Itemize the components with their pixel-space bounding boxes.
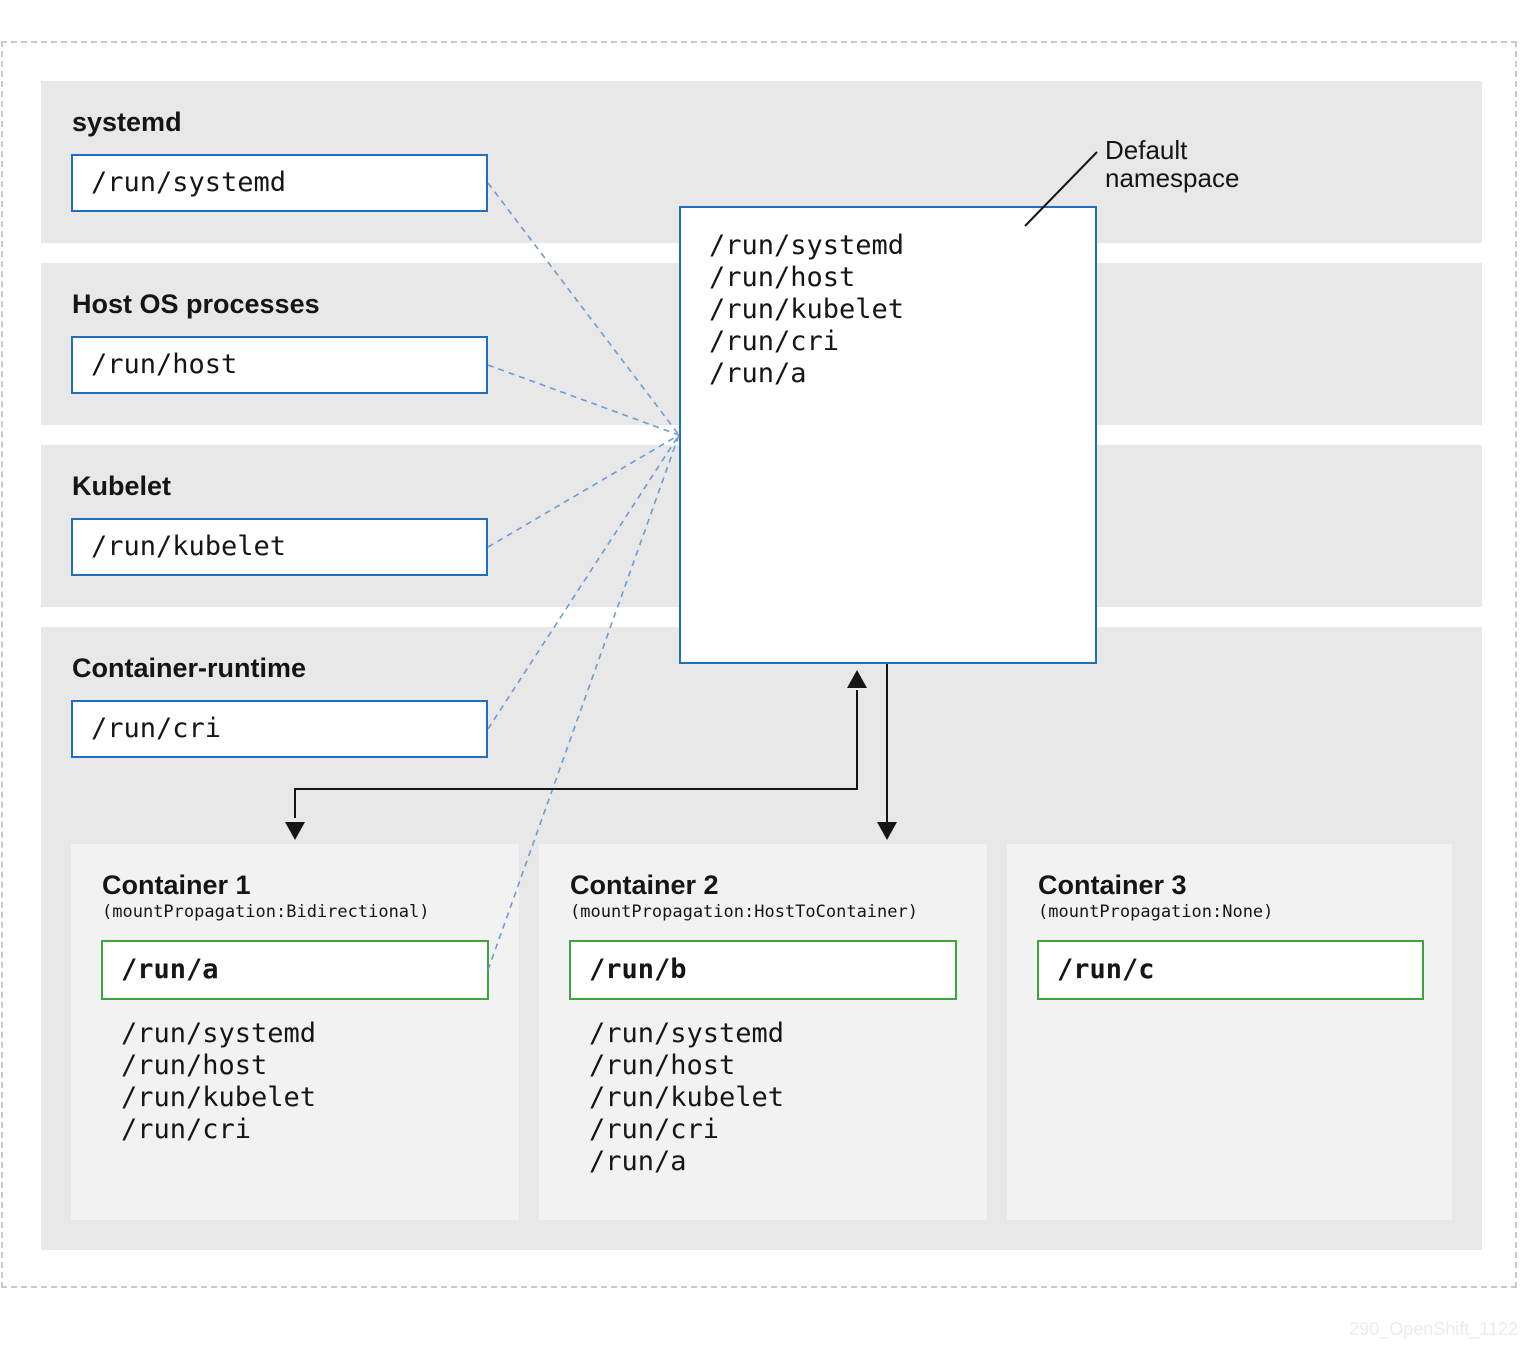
path-box-systemd: /run/systemd (71, 154, 488, 212)
connector-run-a (487, 434, 680, 971)
namespace-mount: /run/kubelet (709, 294, 905, 325)
namespace-mount: /run/systemd (709, 230, 905, 261)
container-3-mount-box: /run/c (1037, 940, 1424, 1000)
arrow-bidirectional (294, 690, 858, 818)
container-3-propagation: (mountPropagation:None) (1038, 902, 1274, 922)
container-2-mount-list: /run/systemd /run/host /run/kubelet /run… (589, 1018, 784, 1178)
default-namespace-box: /run/systemd /run/host /run/kubelet /run… (679, 206, 1097, 664)
namespace-mount: /run/cri (709, 326, 840, 357)
container-2-mount: /run/systemd (589, 1018, 785, 1049)
container-1-mount-box: /run/a (101, 940, 489, 1000)
container-1-propagation: (mountPropagation:Bidirectional) (102, 902, 430, 922)
arrow-head-to-container-2 (877, 822, 897, 840)
band-title-runtime: Container-runtime (72, 653, 307, 683)
container-2-mount: /run/a (589, 1146, 687, 1177)
band-title-systemd: systemd (72, 107, 182, 137)
namespace-label-line-2: namespace (1105, 163, 1240, 193)
connector-systemd (487, 182, 680, 436)
container-2-panel: Container 2 (mountPropagation:HostToCont… (539, 844, 987, 1220)
band-title-kubelet: Kubelet (72, 471, 172, 501)
namespace-label-line-1: Default (1105, 135, 1188, 165)
container-2-mount: /run/host (589, 1050, 736, 1081)
container-1-mount: /run/kubelet (121, 1082, 317, 1113)
connector-kubelet (487, 434, 680, 548)
arrow-head-to-namespace (847, 670, 867, 688)
namespace-mount-list: /run/systemd /run/host /run/kubelet /run… (709, 230, 904, 390)
path-box-host: /run/host (71, 336, 488, 394)
container-1-mount: /run/cri (121, 1114, 252, 1145)
container-1-mount-list: /run/systemd /run/host /run/kubelet /run… (121, 1018, 316, 1146)
connector-host (487, 364, 680, 436)
container-1-mount: /run/host (121, 1050, 268, 1081)
container-2-mount-box: /run/b (569, 940, 957, 1000)
container-2-propagation: (mountPropagation:HostToContainer) (570, 902, 918, 922)
namespace-mount: /run/host (709, 262, 856, 293)
arrow-head-to-container-1 (285, 822, 305, 840)
container-1-mount: /run/systemd (121, 1018, 317, 1049)
path-box-kubelet: /run/kubelet (71, 518, 488, 576)
namespace-mount: /run/a (709, 358, 807, 389)
band-title-host: Host OS processes (72, 289, 320, 319)
container-3-panel: Container 3 (mountPropagation:None) /run… (1007, 844, 1452, 1220)
connector-cri (487, 434, 680, 730)
watermark: 290_OpenShift_1122 (1349, 1319, 1518, 1339)
default-namespace-label: Default namespace (1105, 136, 1239, 192)
container-1-title: Container 1 (102, 870, 251, 900)
container-1-panel: Container 1 (mountPropagation:Bidirectio… (71, 844, 519, 1220)
container-2-title: Container 2 (570, 870, 719, 900)
container-2-mount: /run/cri (589, 1114, 720, 1145)
diagram-frame (1, 41, 1517, 1288)
container-2-mount: /run/kubelet (589, 1082, 785, 1113)
container-3-title: Container 3 (1038, 870, 1187, 900)
path-box-cri: /run/cri (71, 700, 488, 758)
namespace-label-leader (1024, 151, 1098, 227)
